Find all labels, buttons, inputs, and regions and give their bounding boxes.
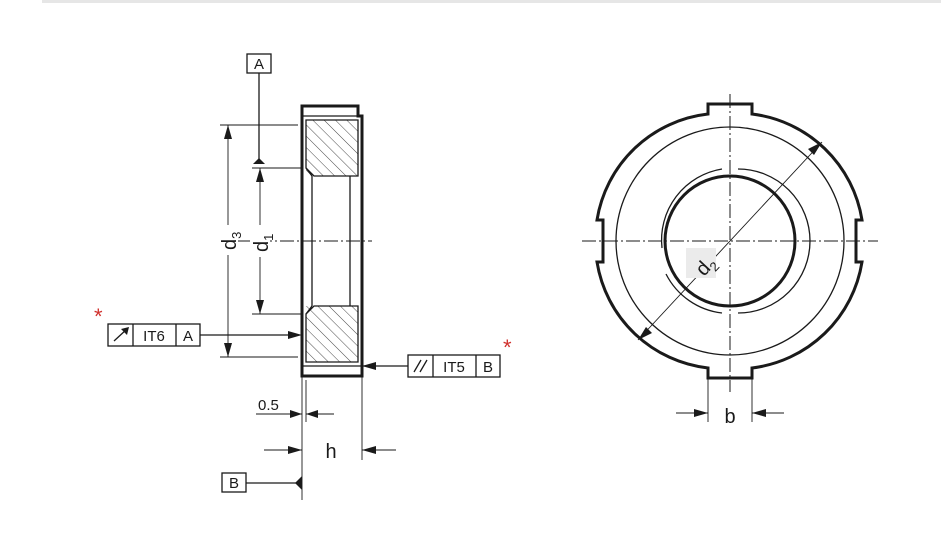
d2-dimension-line [637, 141, 823, 341]
hatch-top [306, 120, 358, 176]
datum-a-label: A [254, 56, 264, 73]
h-label: h [325, 441, 336, 463]
asterisk-parallel: * [503, 335, 512, 360]
datum-a-feature: A [246, 53, 272, 164]
d3-arrow-bottom [224, 343, 232, 357]
d1-arrow-bottom [256, 300, 264, 314]
chamfer-top [305, 167, 313, 177]
parallel-leader-arrow [362, 362, 376, 370]
d3-arrow-top [224, 125, 232, 139]
datum-b-feature: B [221, 472, 302, 493]
datum-b-triangle [295, 476, 302, 490]
chamfer-bottom [305, 305, 313, 315]
front-view [582, 94, 878, 392]
dim-d1: d1 [250, 167, 302, 315]
runout-datum: A [183, 328, 193, 345]
d2-arrow-bottom [638, 327, 652, 340]
runout-grade: IT6 [143, 328, 165, 345]
parallel-datum: B [483, 359, 493, 376]
section-bottom [305, 305, 359, 363]
dim-chamfer: 0.5 [256, 376, 363, 500]
dim-d3: d3 [218, 124, 298, 358]
parallelism-tolerance: IT5 B * [362, 335, 512, 378]
dim-d2: d2 [637, 141, 823, 341]
d1-arrow-top [256, 168, 264, 182]
parallel-icon-line1 [413, 359, 422, 373]
top-border [42, 0, 941, 3]
datum-a-triangle [253, 158, 265, 164]
thread-arc-bottom [665, 273, 723, 314]
dim-b: b [676, 378, 784, 428]
parallel-icon-line2 [419, 359, 428, 373]
runout-tolerance: * IT6 A [94, 304, 302, 347]
runout-arrow-head [121, 327, 129, 335]
parallel-grade: IT5 [443, 359, 465, 376]
dim-h: h [264, 441, 396, 463]
parallel-frame [407, 354, 501, 378]
d3-label: d3 [219, 232, 244, 250]
b-label: b [724, 406, 735, 428]
runout-leader-arrow [288, 331, 302, 339]
hatch-bottom [306, 306, 358, 362]
chamfer-label: 0.5 [258, 397, 279, 414]
d1-label: d1 [251, 234, 276, 252]
asterisk-runout: * [94, 304, 103, 329]
d2-arrow-top [808, 142, 822, 155]
thread-arc-left [660, 168, 723, 249]
datum-b-label: B [229, 475, 239, 492]
